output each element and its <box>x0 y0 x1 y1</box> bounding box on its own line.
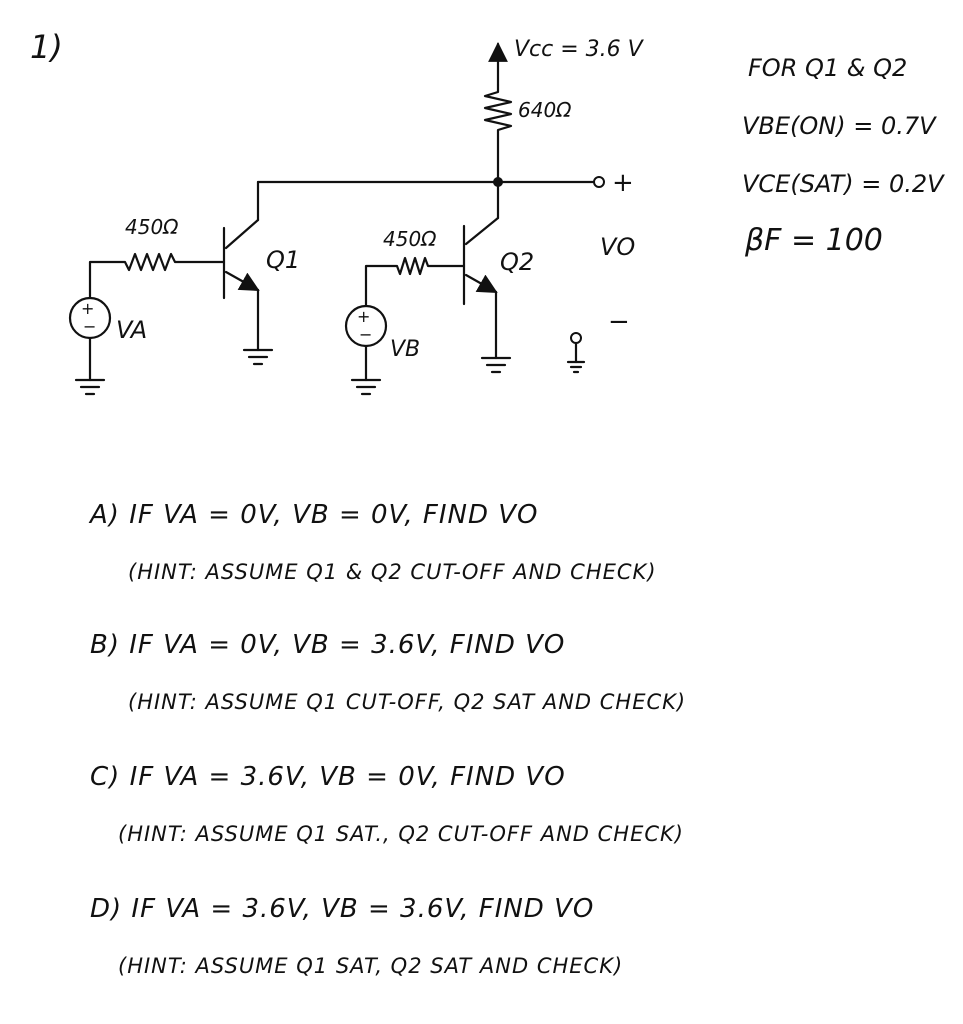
question-a-hint: (HINT: ASSUME Q1 & Q2 CUT-OFF AND CHECK) <box>128 560 657 584</box>
question-a: A) IF VA = 0V, VB = 0V, FIND VO <box>90 500 539 530</box>
q2-label: Q2 <box>500 248 534 276</box>
output-minus: − <box>608 307 630 337</box>
vcc-label: Vcc = 3.6 V <box>514 37 645 62</box>
collector-resistor-label: 640Ω <box>518 98 572 122</box>
q1-base-resistor <box>88 252 226 300</box>
param-vce: VCE(SAT) = 0.2V <box>742 170 945 198</box>
q2-base-resistor <box>364 256 466 308</box>
svg-text:−: − <box>359 325 372 344</box>
problem-number: 1) <box>30 28 63 66</box>
output-voltage-label: VO <box>600 233 635 261</box>
params-header: FOR Q1 & Q2 <box>748 54 907 82</box>
ground-terminal <box>570 332 582 344</box>
question-d-hint: (HINT: ASSUME Q1 SAT, Q2 SAT AND CHECK) <box>118 954 624 978</box>
q2-base-resistor-label: 450Ω <box>383 227 437 251</box>
q1-collector <box>224 218 260 250</box>
svg-text:+: + <box>81 299 94 318</box>
q2-emitter-arrow <box>464 273 498 294</box>
svg-text:+: + <box>357 307 370 326</box>
question-b-hint: (HINT: ASSUME Q1 CUT-OFF, Q2 SAT AND CHE… <box>128 690 687 714</box>
question-c: C) IF VA = 3.6V, VB = 0V, FIND VO <box>90 762 566 792</box>
vb-label: VB <box>390 337 420 362</box>
question-b: B) IF VA = 0V, VB = 3.6V, FIND VO <box>90 630 566 660</box>
va-label: VA <box>116 316 147 344</box>
param-vbe: VBE(ON) = 0.7V <box>742 112 937 140</box>
output-terminal <box>593 176 605 188</box>
q1-emitter-arrow <box>224 270 260 292</box>
q2-collector <box>464 216 500 246</box>
svg-text:−: − <box>83 317 96 336</box>
param-beta: βF = 100 <box>744 223 883 258</box>
question-c-hint: (HINT: ASSUME Q1 SAT., Q2 CUT-OFF AND CH… <box>118 822 684 846</box>
output-plus: + <box>612 168 634 198</box>
q1-base-resistor-label: 450Ω <box>125 215 179 239</box>
q1-label: Q1 <box>266 246 300 274</box>
collector-resistor <box>483 83 513 184</box>
question-d: D) IF VA = 3.6V, VB = 3.6V, FIND VO <box>90 894 595 924</box>
